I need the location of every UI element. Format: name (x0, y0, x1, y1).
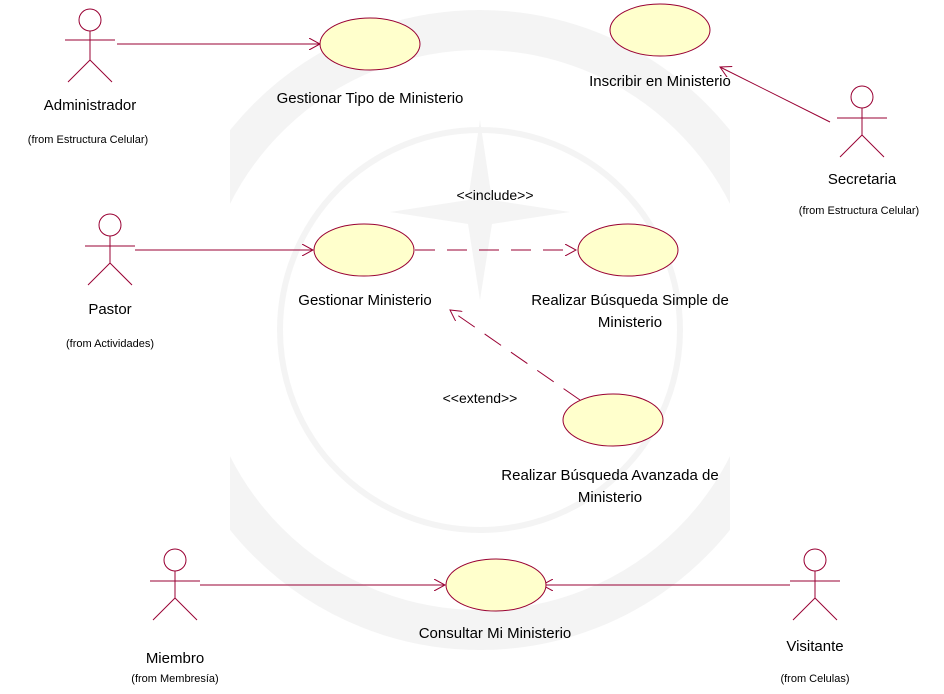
actor-pastor-from: (from Actividades) (65, 338, 155, 350)
actor-visitante-figure[interactable] (790, 548, 840, 621)
actor-pastor-figure[interactable] (85, 213, 135, 286)
include-stereotype-label: <<include>> (456, 187, 534, 203)
usecase-gestionar-tipo-label: Gestionar Tipo de Ministerio (276, 90, 464, 107)
actor-pastor-name: Pastor (88, 301, 132, 318)
actor-administrador-name: Administrador (43, 97, 137, 114)
actor-administrador-from: (from Estructura Celular) (27, 134, 149, 146)
actor-miembro-name: Miembro (145, 650, 205, 667)
actor-secretaria-figure[interactable] (837, 85, 887, 158)
usecase-busqueda-simple-label-line1: Realizar Búsqueda Simple de (531, 292, 729, 309)
usecase-consultar-label: Consultar Mi Ministerio (418, 625, 572, 642)
usecase-busqueda-avanzada-ellipse[interactable] (562, 393, 664, 447)
actor-secretaria-from: (from Estructura Celular) (798, 205, 920, 217)
usecase-busqueda-simple-label-line2: Ministerio (597, 314, 663, 331)
actor-visitante-from: (from Celulas) (780, 673, 850, 685)
usecase-busqueda-avanzada-label-line1: Realizar Búsqueda Avanzada de (501, 467, 719, 484)
actor-secretaria-name: Secretaria (827, 171, 897, 188)
usecase-consultar-ellipse[interactable] (445, 558, 547, 612)
assoc-secretaria-inscribir (720, 67, 831, 123)
extend-stereotype-label: <<extend>> (442, 390, 518, 406)
actor-miembro-from: (from Membresía) (131, 673, 219, 685)
actor-miembro-figure[interactable] (150, 548, 200, 621)
usecase-inscribir-label: Inscribir en Ministerio (589, 73, 731, 90)
extend-dependency (450, 310, 581, 401)
actor-administrador-figure[interactable] (65, 8, 115, 83)
usecase-busqueda-avanzada-label-line2: Ministerio (577, 489, 643, 506)
actor-visitante-name: Visitante (786, 638, 844, 655)
usecase-inscribir-ellipse[interactable] (609, 3, 711, 57)
usecase-gestionar-ellipse[interactable] (313, 223, 415, 277)
usecase-gestionar-label: Gestionar Ministerio (298, 292, 432, 309)
usecase-busqueda-simple-ellipse[interactable] (577, 223, 679, 277)
usecase-gestionar-tipo-ellipse[interactable] (319, 17, 421, 71)
